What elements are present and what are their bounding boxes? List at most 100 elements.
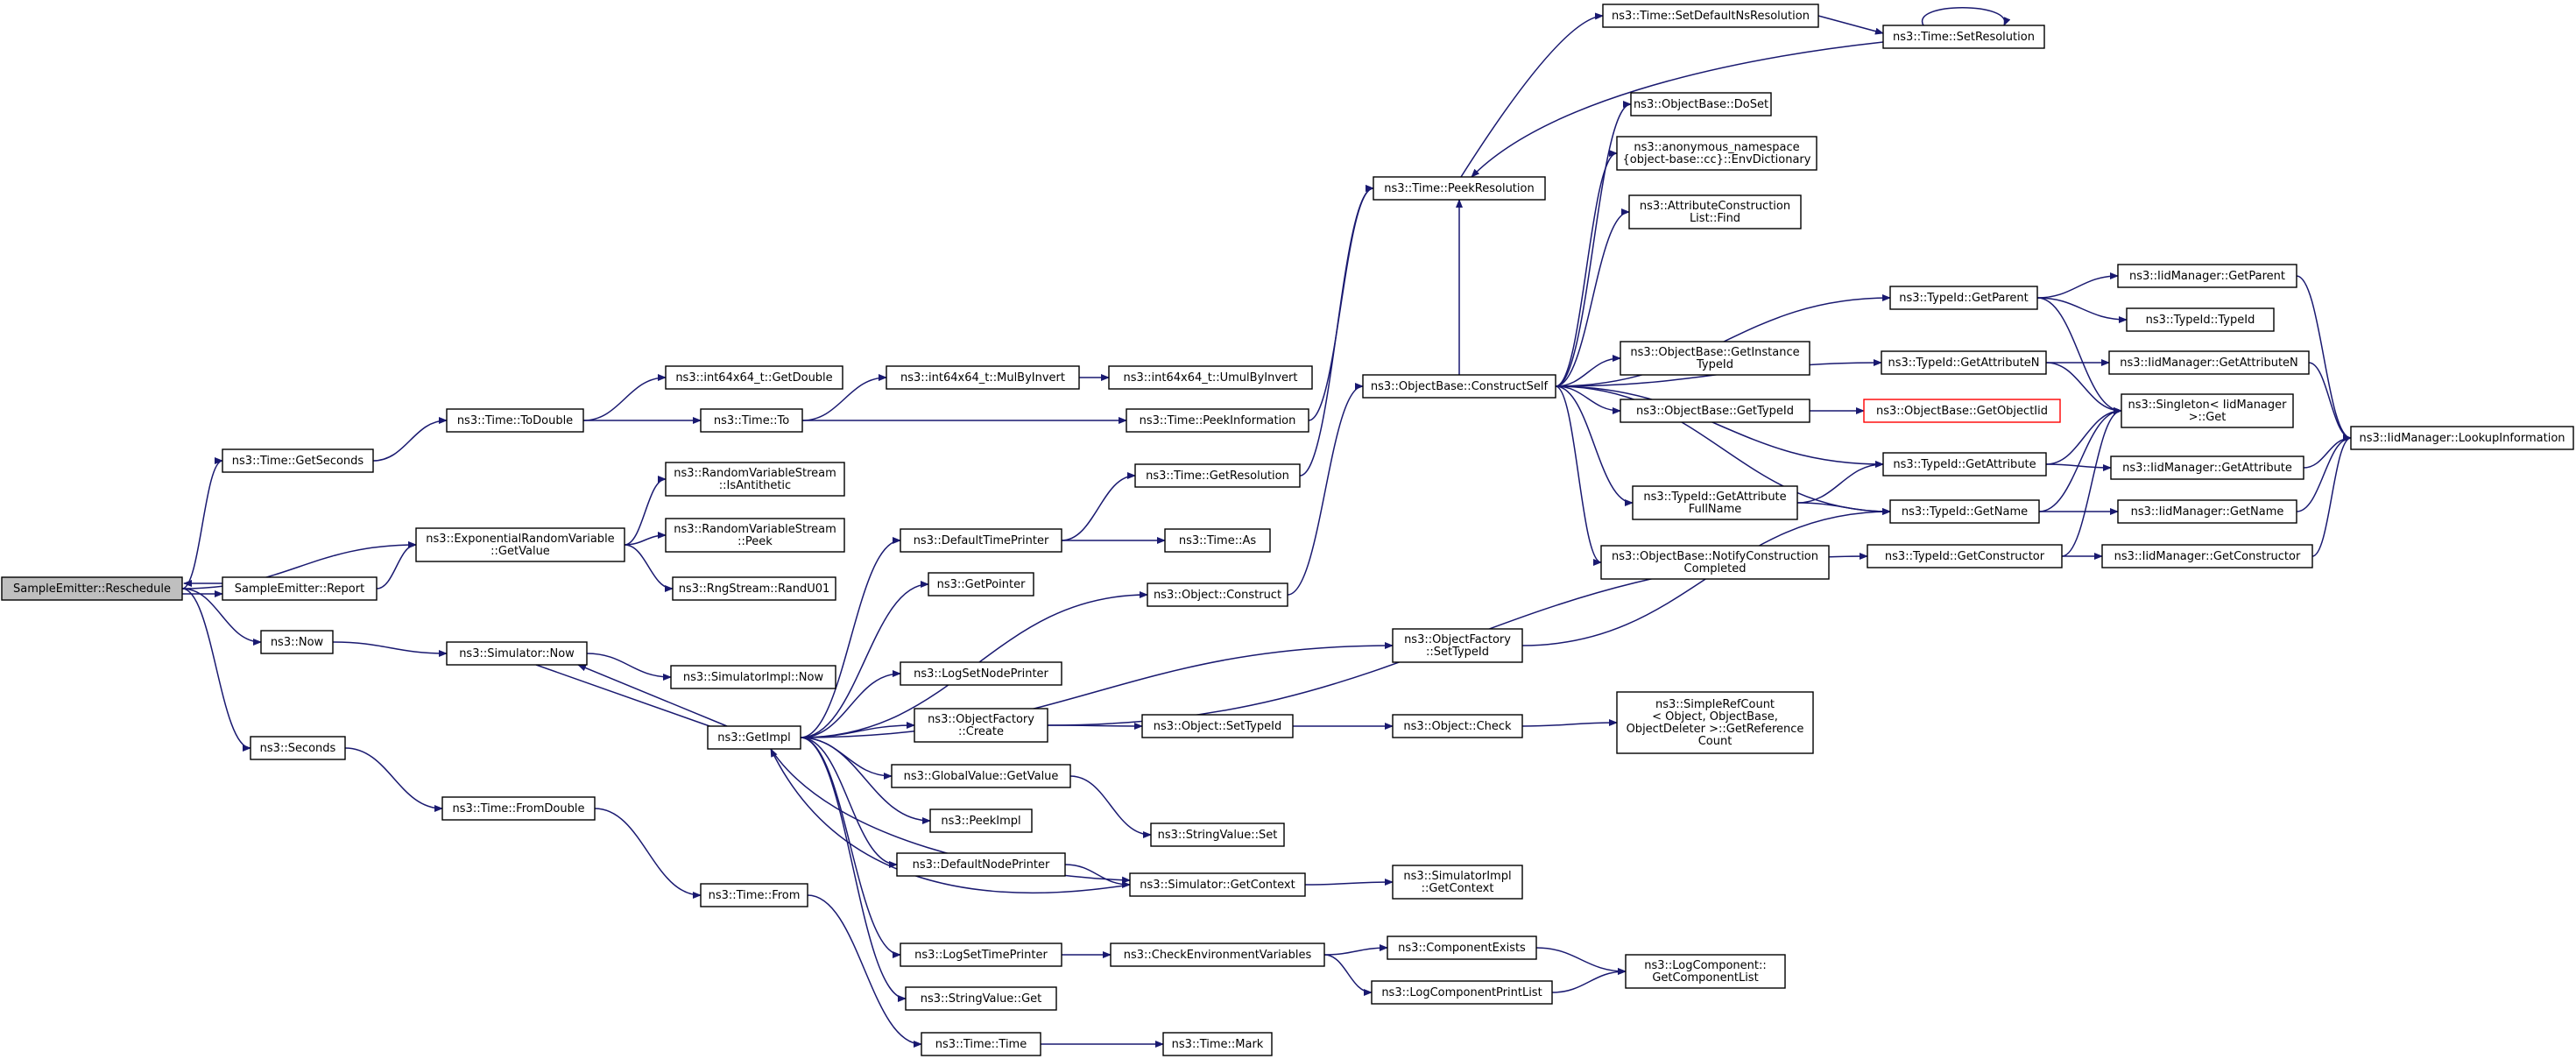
node-n24[interactable]: ns3::GlobalValue::GetValue xyxy=(891,764,1071,788)
node-n37[interactable]: ns3::Time::Mark xyxy=(1162,1032,1273,1056)
node-n7[interactable]: ns3::Time::To xyxy=(700,408,803,433)
node-n59[interactable]: ns3::TypeId::GetAttribute xyxy=(1882,452,2047,477)
node-n66[interactable]: ns3::IidManager::GetAttribute xyxy=(2110,455,2304,480)
node-n12[interactable]: ns3::RandomVariableStream::IsAntithetic xyxy=(665,462,845,497)
node-label: ns3::RandomVariableStream xyxy=(674,467,836,480)
node-n16[interactable]: ns3::SimulatorImpl::Now xyxy=(670,665,836,689)
node-n26[interactable]: ns3::DefaultNodePrinter xyxy=(896,852,1066,877)
node-n46[interactable]: ns3::LogComponentPrintList xyxy=(1371,980,1553,1005)
node-n58[interactable]: ns3::ObjectBase::GetObjectIid xyxy=(1863,399,2061,423)
node-n43[interactable]: ns3::Object::Check xyxy=(1392,714,1523,738)
node-box xyxy=(707,725,801,750)
edge-n7-to-n8 xyxy=(801,374,887,421)
node-n51[interactable]: ns3::ObjectBase::GetTypeId xyxy=(1620,399,1810,423)
node-n69[interactable]: ns3::IidManager::LookupInformation xyxy=(2350,426,2574,450)
node-n9[interactable]: ns3::int64x64_t::UmulByInvert xyxy=(1108,365,1313,390)
node-box xyxy=(1110,943,1325,967)
edges-layer xyxy=(181,7,2352,1048)
node-n18[interactable]: ns3::Time::FromDouble xyxy=(441,796,596,821)
edge-n17-to-n35 xyxy=(770,748,1131,884)
node-n54[interactable]: ns3::SimpleRefCount< Object, ObjectBase,… xyxy=(1616,691,1814,754)
node-n55[interactable]: ns3::LogComponent::GetComponentList xyxy=(1625,954,1786,989)
node-n39[interactable]: ns3::Time::SetResolution xyxy=(1882,25,2045,49)
edge-n19-to-n29 xyxy=(807,894,922,1048)
edge-n59-to-n65 xyxy=(2045,407,2122,465)
node-label: ::IsAntithetic xyxy=(719,479,791,492)
node-n48[interactable]: ns3::anonymous_namespace{object-base::cc… xyxy=(1616,136,1817,171)
node-n33[interactable]: ns3::Object::SetTypeId xyxy=(1141,714,1294,738)
node-n53[interactable]: ns3::ObjectBase::NotifyConstructionCompl… xyxy=(1600,545,1830,580)
node-n60[interactable]: ns3::TypeId::GetName xyxy=(1889,499,2040,524)
node-n62[interactable]: ns3::IidManager::GetParent xyxy=(2117,264,2297,288)
node-n38[interactable]: ns3::Time::SetDefaultNsResolution xyxy=(1602,4,1819,28)
node-n10[interactable]: ns3::Time::PeekInformation xyxy=(1126,408,1309,433)
node-n61[interactable]: ns3::TypeId::GetConstructor xyxy=(1867,544,2063,568)
edge-n57-to-n65 xyxy=(2045,362,2122,414)
node-n41[interactable]: ns3::ObjectBase::ConstructSelf xyxy=(1362,374,1556,399)
node-n65[interactable]: ns3::Singleton< IidManager>::Get xyxy=(2121,393,2294,428)
node-n25[interactable]: ns3::PeekImpl xyxy=(929,808,1033,833)
edge-n62-to-n69 xyxy=(2296,275,2352,441)
node-n64[interactable]: ns3::IidManager::GetAttributeN xyxy=(2108,350,2310,375)
node-n36[interactable]: ns3::CheckEnvironmentVariables xyxy=(1110,943,1325,967)
node-n32[interactable]: ns3::Object::Construct xyxy=(1147,582,1288,607)
node-box xyxy=(250,736,346,760)
node-n3[interactable]: ns3::Now xyxy=(260,630,334,654)
node-n35[interactable]: ns3::Simulator::GetContext xyxy=(1129,872,1306,897)
node-label: ns3::Now xyxy=(271,636,324,649)
node-n44[interactable]: ns3::SimulatorImpl::GetContext xyxy=(1392,865,1523,900)
node-box xyxy=(1863,399,2061,423)
node-box xyxy=(670,665,836,689)
node-n0[interactable]: SampleEmitter::Reschedule xyxy=(1,576,183,601)
node-label: < Object, ObjectBase, xyxy=(1652,710,1778,724)
node-n1[interactable]: SampleEmitter::Report xyxy=(222,576,378,601)
node-box xyxy=(1150,822,1285,847)
node-n68[interactable]: ns3::IidManager::GetConstructor xyxy=(2101,544,2313,568)
node-n63[interactable]: ns3::TypeId::TypeId xyxy=(2126,307,2275,332)
node-n29[interactable]: ns3::Time::Time xyxy=(921,1032,1041,1056)
edge-n17-to-n25 xyxy=(800,737,931,824)
node-label: ns3::TypeId::GetConstructor xyxy=(1885,550,2045,563)
node-n45[interactable]: ns3::ComponentExists xyxy=(1387,935,1537,960)
node-n57[interactable]: ns3::TypeId::GetAttributeN xyxy=(1881,350,2047,375)
node-label: ns3::ObjectBase::GetObjectIid xyxy=(1876,405,2048,418)
node-box xyxy=(929,808,1033,833)
node-n42[interactable]: ns3::ObjectFactory::SetTypeId xyxy=(1392,628,1523,663)
edge-n17-to-n15 xyxy=(577,664,728,727)
node-n5[interactable]: ns3::Time::ToDouble xyxy=(446,408,584,433)
node-n2[interactable]: ns3::Time::GetSeconds xyxy=(222,448,374,473)
node-box xyxy=(1625,954,1786,989)
node-label: ns3::Singleton< IidManager xyxy=(2128,399,2287,412)
node-n31[interactable]: ns3::Time::As xyxy=(1164,528,1271,553)
node-n14[interactable]: ns3::RngStream::RandU01 xyxy=(672,576,836,601)
node-n20[interactable]: ns3::DefaultTimePrinter xyxy=(900,528,1062,553)
node-n28[interactable]: ns3::StringValue::Get xyxy=(905,986,1057,1011)
node-n11[interactable]: ns3::ExponentialRandomVariable::GetValue xyxy=(415,527,625,562)
node-label: ns3::AttributeConstruction xyxy=(1640,200,1790,213)
node-n4[interactable]: ns3::Seconds xyxy=(250,736,346,760)
node-box xyxy=(1147,582,1288,607)
node-n56[interactable]: ns3::TypeId::GetParent xyxy=(1889,286,2038,310)
node-n47[interactable]: ns3::ObjectBase::DoSet xyxy=(1630,92,1772,116)
node-n23[interactable]: ns3::ObjectFactory::Create xyxy=(914,708,1048,743)
node-n6[interactable]: ns3::int64x64_t::GetDouble xyxy=(665,365,843,390)
node-box xyxy=(2117,264,2297,288)
node-box xyxy=(700,883,808,907)
node-n27[interactable]: ns3::LogSetTimePrinter xyxy=(900,943,1062,967)
node-n17[interactable]: ns3::GetImpl xyxy=(707,725,801,750)
node-n67[interactable]: ns3::IidManager::GetName xyxy=(2117,499,2297,524)
node-n13[interactable]: ns3::RandomVariableStream::Peek xyxy=(665,518,845,553)
node-n19[interactable]: ns3::Time::From xyxy=(700,883,808,907)
node-n8[interactable]: ns3::int64x64_t::MulByInvert xyxy=(886,365,1080,390)
node-n15[interactable]: ns3::Simulator::Now xyxy=(446,641,588,666)
edge-n41-to-n53 xyxy=(1555,385,1602,566)
node-label: ns3::Time::PeekResolution xyxy=(1384,182,1534,195)
node-n34[interactable]: ns3::StringValue::Set xyxy=(1150,822,1285,847)
node-n21[interactable]: ns3::GetPointer xyxy=(928,572,1034,597)
node-n30[interactable]: ns3::Time::GetResolution xyxy=(1134,463,1301,488)
node-n40[interactable]: ns3::Time::PeekResolution xyxy=(1373,176,1546,201)
node-n22[interactable]: ns3::LogSetNodePrinter xyxy=(900,661,1062,686)
